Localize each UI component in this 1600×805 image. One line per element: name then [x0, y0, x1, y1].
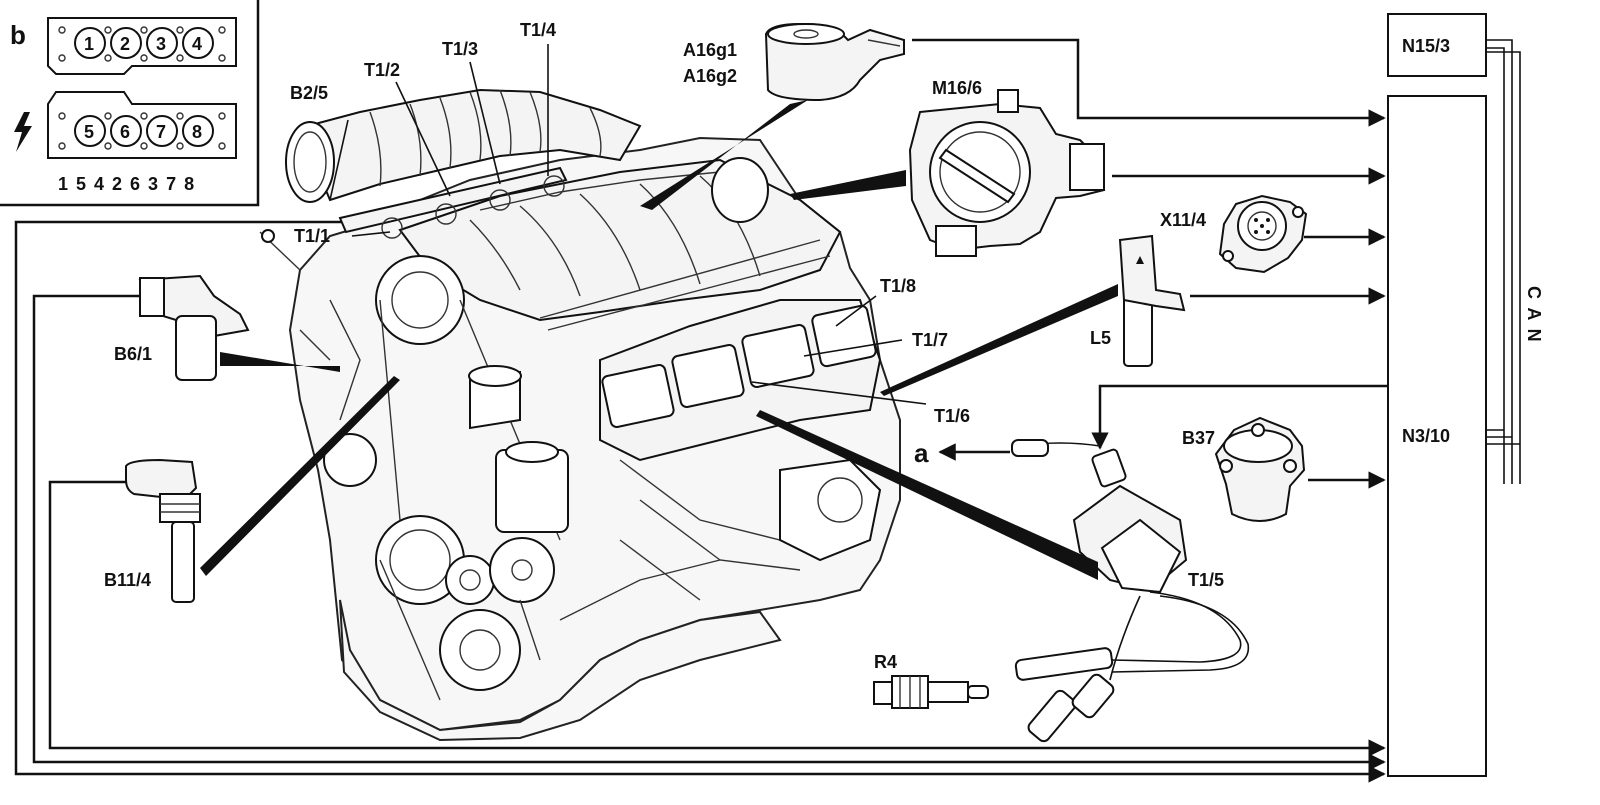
label-t1-6: T1/6 [934, 406, 970, 426]
leader-lines [200, 44, 1118, 580]
label-t1-3: T1/3 [442, 39, 478, 59]
cylinder-3 [146, 27, 178, 59]
cylinder-label: 3 [156, 34, 166, 54]
gateway-module: N15/3 [1387, 13, 1487, 77]
label-l5: L5 [1090, 328, 1111, 348]
cylinder-label: 7 [156, 122, 166, 142]
gateway-label: N15/3 [1402, 36, 1450, 56]
air-intake-duct [298, 88, 642, 202]
label-a: a [914, 438, 929, 468]
label-b6-1: B6/1 [114, 344, 152, 364]
label-t1-8: T1/8 [880, 276, 916, 296]
firing-order-text: 1 5 4 2 6 3 7 8 [58, 174, 194, 194]
cylinder-label: 2 [120, 34, 130, 54]
label-a16g2: A16g2 [683, 66, 737, 86]
pedal-value-sensor [1214, 416, 1306, 522]
cylinder-label: 1 [84, 34, 94, 54]
fuel-rail [338, 166, 568, 234]
inset-label: b [10, 20, 26, 50]
ecu-module: N3/10 [1387, 95, 1487, 777]
can-bus: C A N [1486, 39, 1544, 484]
cylinder-7 [146, 115, 178, 147]
knock-sensor [764, 22, 905, 102]
crankshaft-position-sensor [1118, 234, 1186, 367]
label-a16g1: A16g1 [683, 40, 737, 60]
label-t1-1: T1/1 [294, 226, 330, 246]
firing-order-inset: b 1 2 3 4 5 6 7 8 1 5 4 2 6 3 7 8 [0, 0, 260, 207]
cylinder-label: 5 [84, 122, 94, 142]
cylinder-4 [182, 27, 214, 59]
oil-pan [339, 599, 782, 742]
belt-drive [323, 255, 561, 701]
camshaft-position-sensor [138, 274, 250, 381]
ignition-coil-t1-5 [1011, 439, 1250, 743]
label-t1-5: T1/5 [1188, 570, 1224, 590]
throttle-actuator [908, 89, 1106, 257]
cylinder-2 [110, 27, 142, 59]
label-t1-4: T1/4 [520, 20, 556, 40]
cylinder-5 [74, 115, 106, 147]
throttle-inlet [711, 157, 769, 223]
diagnostic-connector [1218, 194, 1308, 274]
air-duct-opening [285, 121, 335, 203]
label-m16-6: M16/6 [932, 78, 982, 98]
lightning-bolt-icon [14, 112, 32, 152]
cylinder-label: 4 [192, 34, 202, 54]
component-labels: B2/5 T1/2 T1/3 T1/4 T1/1 A16g1 A16g2 M16… [104, 20, 1224, 672]
spark-plug [873, 675, 989, 709]
label-b11-4: B11/4 [104, 570, 151, 590]
label-r4: R4 [874, 652, 897, 672]
label-b37: B37 [1182, 428, 1215, 448]
ecu-label: N3/10 [1402, 426, 1450, 446]
label-t1-7: T1/7 [912, 330, 948, 350]
cylinder-label: 6 [120, 122, 130, 142]
signal-wires [14, 38, 1388, 783]
label-b2-5: B2/5 [290, 83, 328, 103]
label-x11-4: X11/4 [1160, 210, 1206, 230]
coolant-temperature-sensor [125, 458, 201, 603]
cylinder-1 [74, 27, 106, 59]
fan-pulley [375, 255, 465, 345]
cylinder-6 [110, 115, 142, 147]
engine-assembly [259, 88, 901, 742]
cylinder-8 [182, 115, 214, 147]
cylinder-label: 8 [192, 122, 202, 142]
label-t1-2: T1/2 [364, 60, 400, 80]
can-label: C A N [1524, 286, 1544, 344]
sensor-plug [261, 229, 275, 243]
ignition-coils-right [601, 304, 877, 428]
